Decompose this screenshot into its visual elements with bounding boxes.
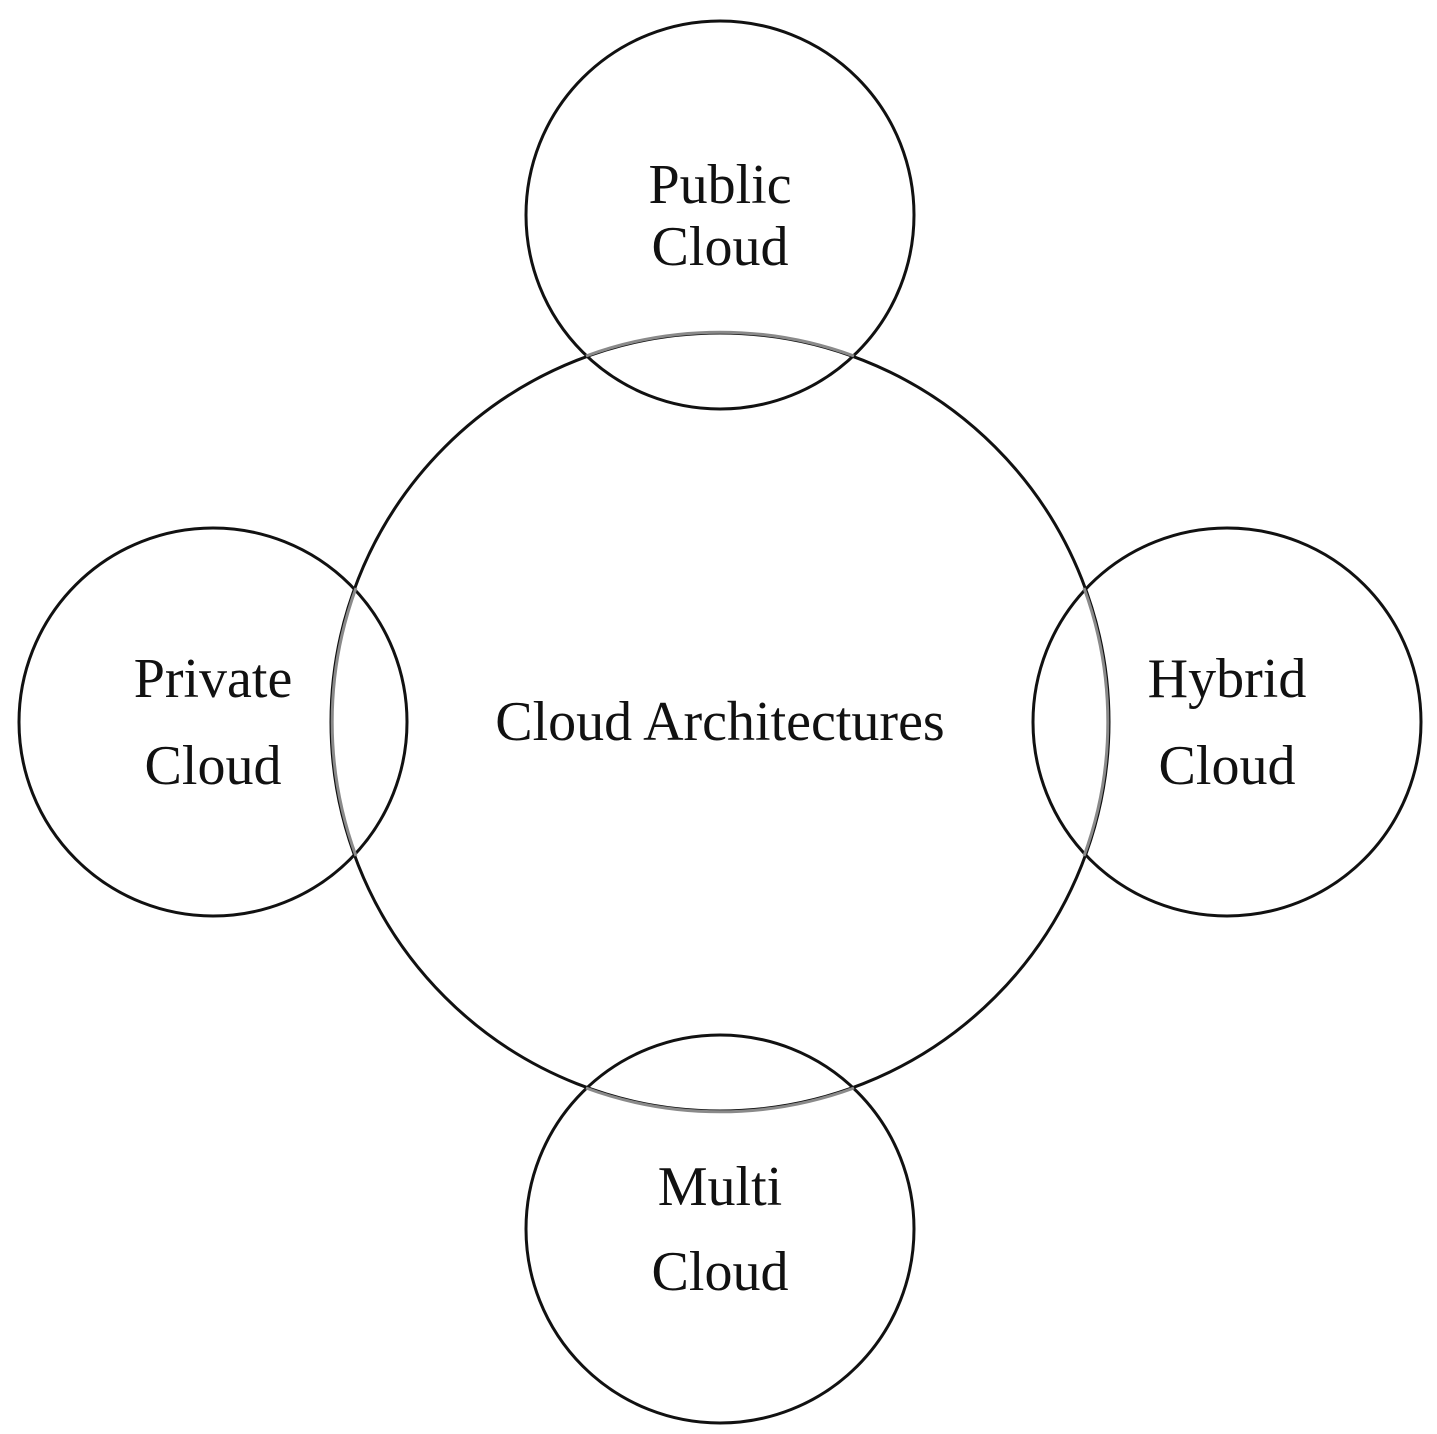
private-cloud-label-line-1: Private	[134, 648, 293, 710]
private-cloud-circle	[17, 526, 409, 918]
center-label: Cloud Architectures	[495, 691, 944, 753]
hybrid-cloud-label-line-1: Hybrid	[1148, 648, 1307, 710]
multi-cloud-label-line-1: Multi	[658, 1156, 782, 1218]
overlap-arc-multi	[585, 1086, 855, 1114]
overlap-arc-hybrid	[1082, 587, 1110, 857]
public-cloud-label-line-1: Public	[648, 154, 791, 216]
multi-cloud-label-line-2: Cloud	[652, 1241, 789, 1303]
overlap-arc-private	[330, 587, 358, 857]
public-cloud-circle	[524, 19, 916, 411]
private-cloud-label-line-2: Cloud	[145, 735, 282, 797]
multi-cloud-circle	[524, 1033, 916, 1425]
overlap-arc-public	[585, 330, 855, 358]
hybrid-cloud-circle	[1031, 526, 1423, 918]
public-cloud-label-line-2: Cloud	[652, 216, 789, 278]
hybrid-cloud-label-line-2: Cloud	[1159, 735, 1296, 797]
